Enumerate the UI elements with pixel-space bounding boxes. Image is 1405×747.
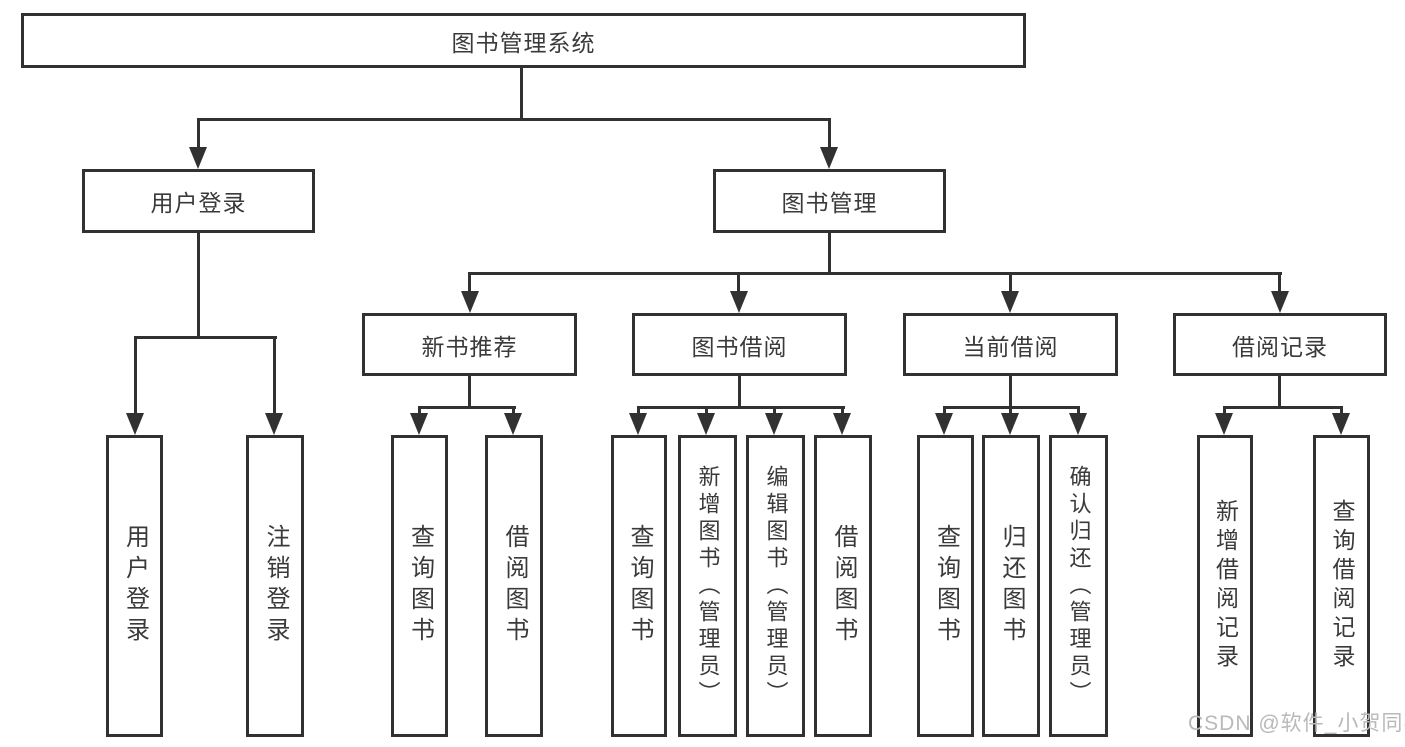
connector-drop-borrow-records xyxy=(1278,272,1281,293)
arrowhead-bb-borrow xyxy=(833,413,851,435)
arrowhead-cb-query xyxy=(935,413,953,435)
connector-borrow-records-bar xyxy=(1224,406,1343,409)
arrowhead-br-query xyxy=(1332,413,1350,435)
leaf-logout: 注销登录 xyxy=(246,435,304,737)
leaf-bb-add-books-admin-label: 新增图书（管理员） xyxy=(695,464,721,708)
leaf-user-login-label: 用户登录 xyxy=(121,524,149,648)
node-book-borrow-label: 图书借阅 xyxy=(691,333,788,360)
leaf-bb-edit-books-admin-label: 编辑图书（管理员） xyxy=(763,464,789,708)
connector-drop-bb-query xyxy=(637,406,640,415)
connector-drop-nb-borrow xyxy=(512,406,515,415)
connector-drop-bb-borrow xyxy=(841,406,844,415)
leaf-cb-return-books-label: 归还图书 xyxy=(998,524,1025,648)
node-user-login: 用户登录 xyxy=(82,169,315,233)
connector-book-borrow-stem xyxy=(738,376,741,406)
node-current-borrow-label: 当前借阅 xyxy=(962,333,1059,360)
connector-book-management-stem xyxy=(828,233,831,272)
connector-drop-cb-confirm xyxy=(1077,406,1080,415)
arrowhead-bb-edit xyxy=(765,413,783,435)
leaf-user-login: 用户登录 xyxy=(106,435,163,737)
node-book-management: 图书管理 xyxy=(713,169,946,233)
connector-drop-cb-query xyxy=(943,406,946,415)
connector-drop-user-login xyxy=(197,118,200,148)
leaf-bb-query-books-label: 查询图书 xyxy=(626,524,653,648)
arrowhead-user-login xyxy=(189,147,207,169)
arrowhead-book-borrow xyxy=(730,291,748,313)
connector-drop-bb-add xyxy=(705,406,708,415)
arrowhead-logout-leaf xyxy=(265,413,283,435)
node-user-login-label: 用户登录 xyxy=(150,190,247,216)
connector-drop-book-management xyxy=(828,118,831,148)
connector-current-borrow-bar xyxy=(944,406,1080,409)
leaf-bb-add-books-admin: 新增图书（管理员） xyxy=(678,435,737,737)
connector-new-book-stem xyxy=(468,376,471,406)
connector-drop-logout-leaf xyxy=(273,336,276,413)
arrowhead-borrow-records xyxy=(1271,291,1289,313)
leaf-nb-borrow-books: 借阅图书 xyxy=(485,435,543,737)
arrowhead-current-borrow xyxy=(1001,291,1019,313)
node-borrow-records-label: 借阅记录 xyxy=(1232,333,1328,360)
connector-new-book-bar xyxy=(419,406,516,409)
connector-book-management-bar xyxy=(469,272,1282,275)
arrowhead-bb-query xyxy=(629,413,647,435)
leaf-cb-query-books: 查询图书 xyxy=(917,435,974,737)
node-book-borrow: 图书借阅 xyxy=(632,313,847,376)
leaf-logout-label: 注销登录 xyxy=(262,524,289,648)
leaf-br-query-record-label: 查询借阅记录 xyxy=(1329,499,1355,673)
leaf-bb-query-books: 查询图书 xyxy=(611,435,667,737)
leaf-br-query-record: 查询借阅记录 xyxy=(1313,435,1370,737)
leaf-cb-return-books: 归还图书 xyxy=(982,435,1040,737)
arrowhead-cb-confirm xyxy=(1069,413,1087,435)
leaf-nb-borrow-books-label: 借阅图书 xyxy=(501,524,528,648)
leaf-bb-borrow-books: 借阅图书 xyxy=(814,435,872,737)
connector-drop-cb-return xyxy=(1009,406,1012,415)
leaf-bb-borrow-books-label: 借阅图书 xyxy=(830,524,857,648)
node-root-label: 图书管理系统 xyxy=(451,29,596,56)
arrowhead-book-management xyxy=(820,147,838,169)
arrowhead-nb-query xyxy=(410,413,428,435)
connector-current-borrow-stem xyxy=(1009,376,1012,406)
node-book-management-label: 图书管理 xyxy=(781,190,878,216)
connector-drop-br-query xyxy=(1340,406,1343,415)
arrowhead-nb-borrow xyxy=(504,413,522,435)
connector-drop-current-borrow xyxy=(1009,272,1012,293)
connector-drop-book-borrow xyxy=(737,272,740,293)
node-new-book-recommend: 新书推荐 xyxy=(362,313,577,376)
connector-user-login-stem xyxy=(197,233,200,336)
leaf-nb-query-books-label: 查询图书 xyxy=(406,524,434,648)
node-current-borrow: 当前借阅 xyxy=(903,313,1118,376)
connector-book-borrow-bar xyxy=(638,406,845,409)
leaf-br-add-record: 新增借阅记录 xyxy=(1197,435,1253,737)
arrowhead-br-add xyxy=(1215,413,1233,435)
arrowhead-login-leaf xyxy=(126,413,144,435)
connector-drop-br-add xyxy=(1223,406,1226,415)
connector-drop-login-leaf xyxy=(134,336,137,413)
node-new-book-recommend-label: 新书推荐 xyxy=(421,333,518,360)
arrowhead-cb-return xyxy=(1001,413,1019,435)
connector-borrow-records-stem xyxy=(1278,376,1281,406)
leaf-bb-edit-books-admin: 编辑图书（管理员） xyxy=(746,435,805,737)
arrowhead-bb-add xyxy=(697,413,715,435)
leaf-cb-confirm-return-admin: 确认归还（管理员） xyxy=(1049,435,1108,737)
connector-drop-nb-query xyxy=(418,406,421,415)
arrowhead-new-book xyxy=(461,291,479,313)
connector-drop-new-book xyxy=(468,272,471,293)
connector-root-stem xyxy=(520,68,523,118)
leaf-nb-query-books: 查询图书 xyxy=(391,435,448,737)
node-root-system: 图书管理系统 xyxy=(21,13,1026,68)
leaf-cb-confirm-return-admin-label: 确认归还（管理员） xyxy=(1066,464,1092,708)
leaf-cb-query-books-label: 查询图书 xyxy=(932,524,960,648)
watermark-text: CSDN @软件_小贺同学 xyxy=(1188,712,1405,735)
connector-user-login-bar xyxy=(134,336,277,339)
leaf-br-add-record-label: 新增借阅记录 xyxy=(1212,499,1239,673)
connector-root-bar xyxy=(198,118,831,121)
connector-drop-bb-edit xyxy=(773,406,776,415)
node-borrow-records: 借阅记录 xyxy=(1173,313,1387,376)
